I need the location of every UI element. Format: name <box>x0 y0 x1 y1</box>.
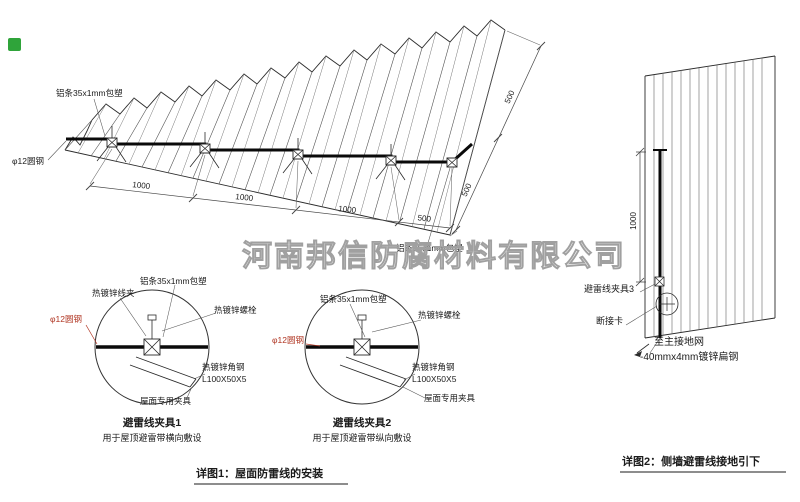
roof-label-leaders <box>47 98 451 244</box>
label-strip-top: 铝条35x1mm包塑 <box>56 88 123 98</box>
roof-left-profile-edge <box>64 119 93 151</box>
detail1-red-leader <box>85 324 98 345</box>
green-marker-icon <box>8 38 21 51</box>
roof-isometric-drawing: 1000 1000 1000 500 500 500 铝条35x1mm包塑 φ1… <box>12 19 546 253</box>
detail2-label-round-steel: φ12圆钢 <box>272 335 304 345</box>
dim-width-ticks <box>451 41 546 235</box>
detail1-label-angle-spec: L100X50X5 <box>202 374 247 384</box>
disconnect-link-cross <box>659 297 675 311</box>
wall-label-to-ground: 至主接地网 <box>654 335 704 348</box>
detail2-red-leader <box>305 343 321 347</box>
dim-chain-line <box>89 185 451 229</box>
caption-detail1: 详图1：屋面防雷线的安装 <box>196 466 323 480</box>
detail1-label-leaders <box>119 284 217 401</box>
detail2-bolt-nut <box>357 314 367 321</box>
dim-width-extensions <box>449 30 541 237</box>
detail2-clamp-cross-and-bolt <box>353 320 371 356</box>
detail2-label-roof-clamp: 屋面专用夹具 <box>424 393 476 403</box>
label-round-steel: φ12圆钢 <box>12 156 44 166</box>
detail2-label-bolt: 热镀锌螺栓 <box>418 310 461 320</box>
detail2-title: 避雷线夹具2 <box>332 416 391 429</box>
detail2-label-strip: 铝条35x1mm包塑 <box>320 294 387 304</box>
wall-clamp3-cross <box>654 276 665 287</box>
wall-dim-ticks <box>635 147 646 287</box>
detail1-label-angle-steel: 热镀锌角钢 <box>202 362 245 372</box>
detail1-label-roof-clamp: 屋面专用夹具 <box>140 396 192 406</box>
wall-corrugation-lines <box>653 58 763 337</box>
detail1-clamp-cross-and-bolt <box>143 320 161 356</box>
detail1-bolt-nut <box>147 314 157 321</box>
detail1-subtitle: 用于屋顶避雷带横向敷设 <box>102 432 201 443</box>
detail2-angle-steel <box>339 356 407 388</box>
wall-label-disconnect: 断接卡 <box>596 315 623 326</box>
captions: 详图1：屋面防雷线的安装 详图2：侧墙避雷线接地引下 <box>194 454 786 485</box>
roof-rib-lines-secondary <box>77 19 492 233</box>
detail1-title: 避雷线夹具1 <box>122 416 181 429</box>
dim-chain-ticks <box>85 181 455 233</box>
detail1-angle-steel <box>129 356 197 388</box>
wire-clamp-details <box>96 126 458 181</box>
detail2-label-angle-steel: 热镀锌角钢 <box>412 362 455 372</box>
detail2-circle <box>304 289 420 405</box>
company-watermark: 河南邦信防腐材料有限公司 <box>242 240 626 273</box>
detail-circle-2: 铝条35x1mm包塑 热镀锌螺栓 φ12圆钢 热镀锌角钢 L100X50X5 屋… <box>272 289 476 443</box>
roof-top-sawtooth-edge <box>91 19 506 121</box>
disconnect-link-circle <box>655 292 679 316</box>
detail1-circle <box>94 289 210 405</box>
wall-dim-1000: 1000 <box>629 212 638 230</box>
dim-1000-b: 1000 <box>235 192 254 203</box>
dim-1000-c: 1000 <box>338 204 357 215</box>
dim-500-chain: 500 <box>417 213 432 223</box>
wall-label-clamp3: 避雷线夹具3 <box>584 283 634 294</box>
label-strip-right: 铝条35x1mm包塑 <box>396 243 463 253</box>
ground-arrow-line <box>636 343 650 354</box>
caption-detail2: 详图2：侧墙避雷线接地引下 <box>622 454 760 468</box>
detail2-label-leaders <box>349 303 426 399</box>
detail1-label-bolt: 热镀锌螺栓 <box>214 305 257 315</box>
ground-arrow-head <box>634 351 642 357</box>
dim-extension-lines <box>89 148 453 227</box>
dim-1000-a: 1000 <box>132 180 151 191</box>
detail-circle-1: 铝条35x1mm包塑 热镀锌线夹 热镀锌螺栓 φ12圆钢 热镀锌角钢 L100X… <box>50 276 257 443</box>
detail2-label-angle-spec: L100X50X5 <box>412 374 457 384</box>
detail1-label-round-steel: φ12圆钢 <box>50 314 82 324</box>
detail1-label-strip: 铝条35x1mm包塑 <box>140 276 207 286</box>
wall-outline <box>644 55 776 339</box>
roof-rib-lines <box>64 29 506 236</box>
detail2-subtitle: 用于屋顶避雷带纵向敷设 <box>312 432 411 443</box>
wall-detail-drawing: 1000 避雷线夹具3 断接卡 至主接地网 -40mmx4mm镀锌扁钢 <box>584 55 776 363</box>
detail1-label-wire-clip: 热镀锌线夹 <box>92 288 135 298</box>
wall-label-leaders <box>625 283 661 354</box>
wall-label-flat-steel: -40mmx4mm镀锌扁钢 <box>640 350 738 363</box>
